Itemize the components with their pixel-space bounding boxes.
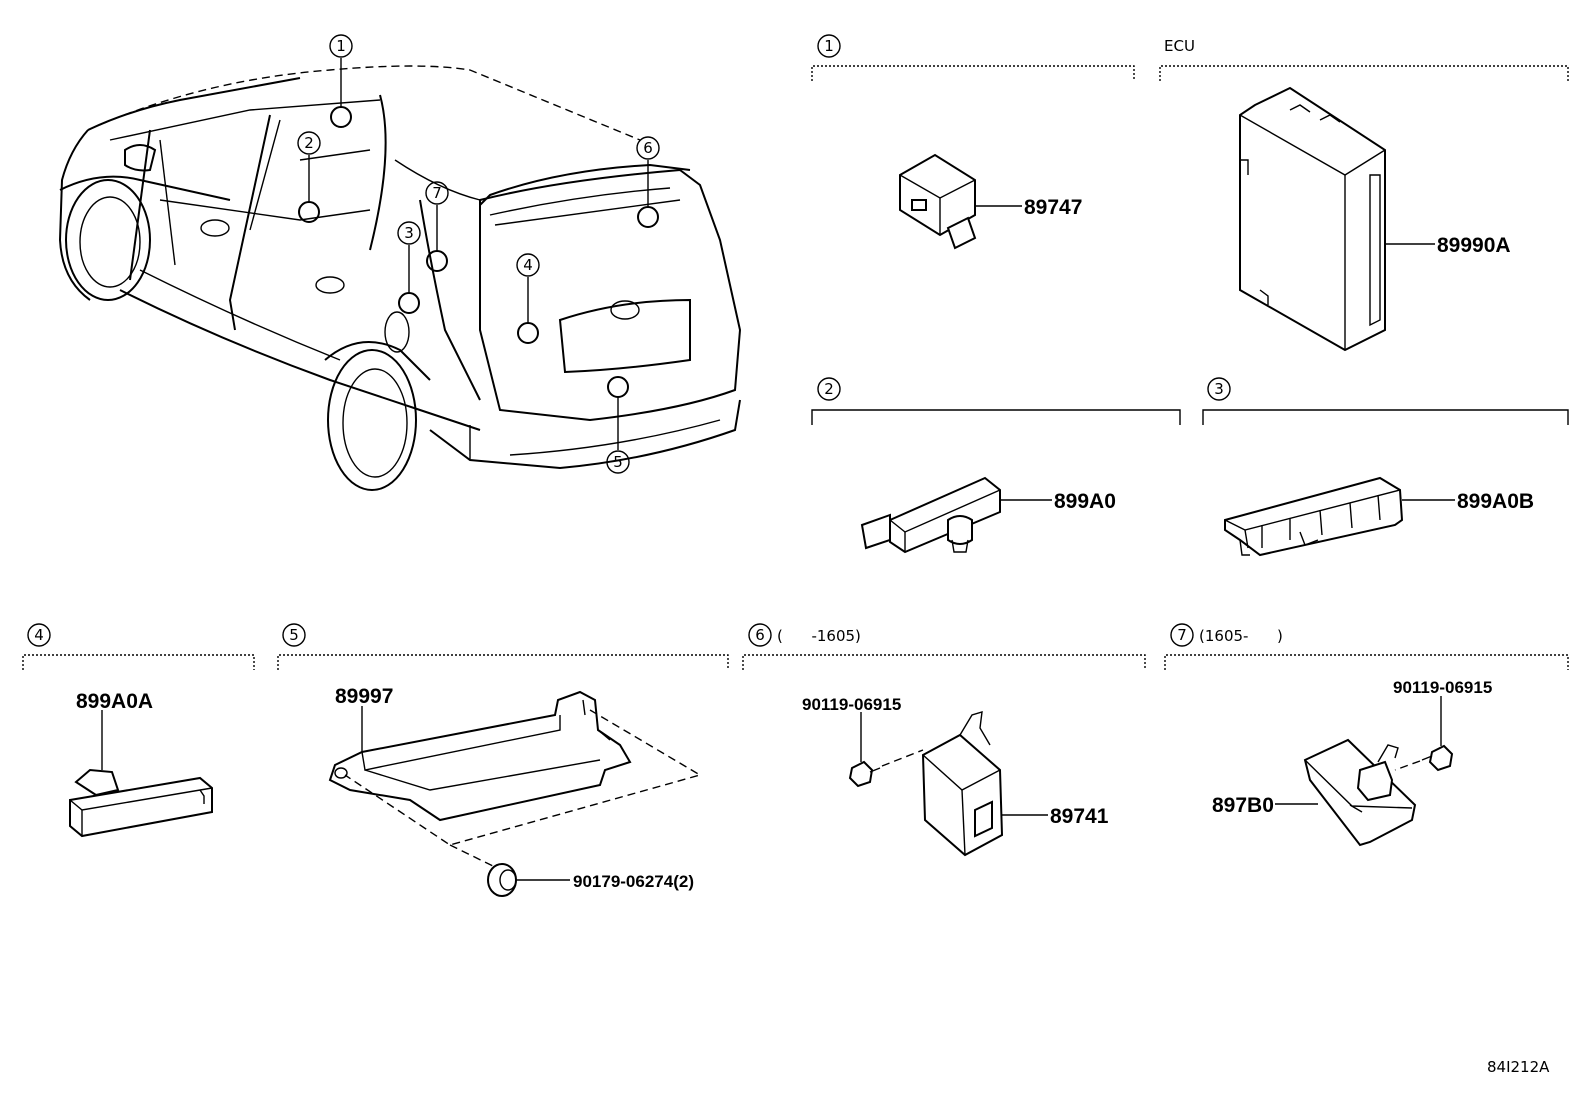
part-90119-06915-label-6: 90119-06915 [802, 695, 901, 714]
part-899A0A-label: 899A0A [76, 690, 153, 713]
ecu-label: ECU [1164, 37, 1195, 55]
part-90119-06915-label-7: 90119-06915 [1393, 678, 1492, 697]
svg-text:2: 2 [304, 134, 314, 152]
section-callout-7: 7 [1170, 623, 1194, 647]
section-6-range: ( -1605) [777, 627, 861, 645]
part-899A0B-drawing [1224, 476, 1455, 557]
car-illustration [58, 65, 742, 491]
svg-text:3: 3 [404, 224, 414, 242]
svg-text:7: 7 [1177, 626, 1187, 644]
part-899A0A-drawing [69, 710, 213, 838]
car-callout-1: 1 [329, 34, 353, 58]
part-89741-label: 89741 [1050, 805, 1109, 828]
section-callout-1: 1 [817, 34, 841, 58]
section-callout-5: 5 [282, 623, 306, 647]
car-callouts: 1 2 3 4 5 6 7 [297, 34, 660, 474]
car-callout-2: 2 [297, 131, 321, 155]
part-ecu-drawing [1239, 86, 1435, 352]
svg-text:5: 5 [613, 453, 623, 471]
part-899A0-drawing [860, 476, 1052, 554]
section-brackets [22, 65, 1569, 670]
part-90179-06274-label: 90179-06274(2) [573, 872, 694, 891]
svg-text:1: 1 [824, 37, 834, 55]
part-89997-label: 89997 [335, 685, 393, 708]
section-callout-6: 6 [748, 623, 772, 647]
svg-text:1: 1 [336, 37, 346, 55]
section-callout-3: 3 [1207, 377, 1231, 401]
car-callout-3: 3 [397, 221, 421, 245]
svg-text:6: 6 [755, 626, 765, 644]
part-89741-drawing [848, 711, 1048, 857]
section-callouts: 1 ECU 2 3 4 5 6 ( -1605) 7 (1605- ) [27, 34, 1283, 647]
part-89997-drawing [328, 690, 702, 897]
svg-text:6: 6 [643, 139, 653, 157]
section-7-range: (1605- ) [1199, 627, 1283, 645]
car-callout-7: 7 [425, 181, 449, 205]
diagram-code: 84I212A [1487, 1058, 1550, 1076]
part-89747-label: 89747 [1024, 196, 1082, 219]
svg-text:7: 7 [432, 184, 442, 202]
part-897B0-drawing [1275, 696, 1454, 847]
section-callout-4: 4 [27, 623, 51, 647]
svg-text:4: 4 [34, 626, 44, 644]
svg-text:3: 3 [1214, 380, 1224, 398]
svg-text:4: 4 [523, 256, 533, 274]
car-callout-6: 6 [636, 136, 660, 160]
svg-text:5: 5 [289, 626, 299, 644]
part-89990A-label: 89990A [1437, 234, 1511, 257]
part-899A0B-label: 899A0B [1457, 490, 1534, 513]
part-89747-drawing [899, 153, 1022, 250]
part-897B0-label: 897B0 [1212, 794, 1274, 817]
part-899A0-label: 899A0 [1054, 490, 1116, 513]
section-callout-2: 2 [817, 377, 841, 401]
car-callout-4: 4 [516, 253, 540, 277]
car-callout-5: 5 [606, 450, 630, 474]
svg-text:2: 2 [824, 380, 834, 398]
car-markers [298, 106, 659, 398]
car-callout-leaders [308, 58, 649, 450]
